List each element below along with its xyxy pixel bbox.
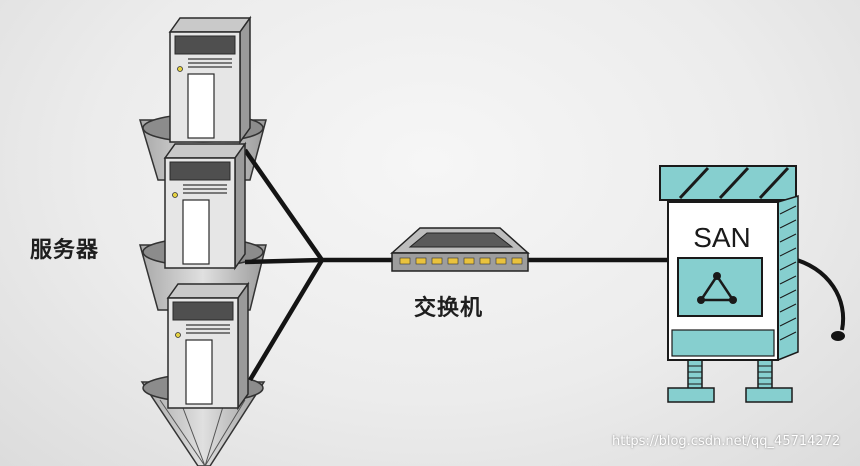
server-icon-bottom xyxy=(167,283,249,409)
server-icon-middle xyxy=(164,143,246,269)
switch-label: 交换机 xyxy=(414,296,484,321)
san-storage-device xyxy=(659,165,846,403)
network-triangle-icon xyxy=(697,272,737,304)
servers-label: 服务器 xyxy=(30,238,100,263)
san-label: SAN xyxy=(693,222,751,253)
network-cables xyxy=(243,148,668,382)
watermark-text: https://blog.csdn.net/qq_45714272 xyxy=(612,434,841,449)
switch-icon xyxy=(390,227,530,272)
server-icon-top xyxy=(169,17,251,143)
